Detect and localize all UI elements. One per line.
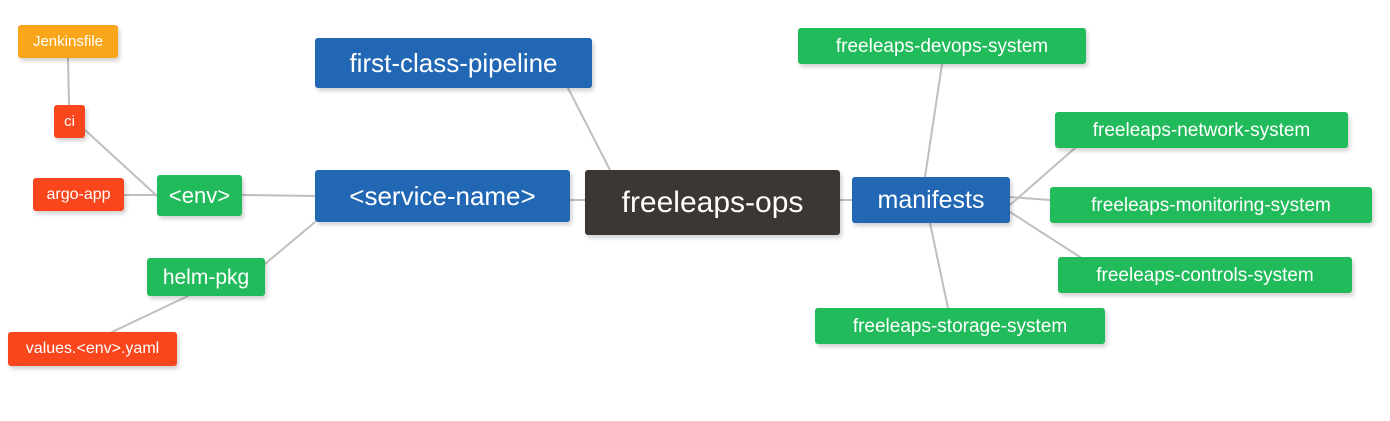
node-label: Jenkinsfile xyxy=(32,33,104,50)
node-label: freeleaps-network-system xyxy=(1092,119,1311,141)
mindmap-node-values-yaml[interactable]: values.<env>.yaml xyxy=(8,332,177,366)
mindmap-node-freeleaps-ops[interactable]: freeleaps-ops xyxy=(585,170,840,235)
mindmap-node-service-name[interactable]: <service-name> xyxy=(315,170,570,222)
mindmap-node-first-class-pipeline[interactable]: first-class-pipeline xyxy=(315,38,592,88)
mindmap-node-devops-system[interactable]: freeleaps-devops-system xyxy=(798,28,1086,64)
node-label: values.<env>.yaml xyxy=(25,340,160,357)
node-label: freeleaps-controls-system xyxy=(1096,264,1314,286)
mindmap-node-manifests[interactable]: manifests xyxy=(852,177,1010,223)
mindmap-node-ci[interactable]: ci xyxy=(54,105,85,138)
mindmap-node-network-system[interactable]: freeleaps-network-system xyxy=(1055,112,1348,148)
mindmap-node-env[interactable]: <env> xyxy=(157,175,242,216)
edge-helm-pkg-to-values-yaml xyxy=(111,295,189,333)
node-label: <service-name> xyxy=(349,181,536,211)
node-label: freeleaps-monitoring-system xyxy=(1091,194,1331,216)
node-label: first-class-pipeline xyxy=(349,48,558,78)
edge-manifests-to-monitoring-system xyxy=(1009,196,1051,201)
node-label: argo-app xyxy=(46,185,111,203)
mindmap-node-monitoring-system[interactable]: freeleaps-monitoring-system xyxy=(1050,187,1372,223)
edge-manifests-to-storage-system xyxy=(929,222,949,309)
mindmap-node-helm-pkg[interactable]: helm-pkg xyxy=(147,258,265,296)
edge-service-name-to-helm-pkg xyxy=(264,221,316,265)
node-label: helm-pkg xyxy=(162,265,250,289)
edge-env-to-service-name xyxy=(241,194,316,197)
mindmap-node-jenkinsfile[interactable]: Jenkinsfile xyxy=(18,25,118,58)
edge-manifests-to-devops-system xyxy=(924,63,943,178)
mindmap-node-argo-app[interactable]: argo-app xyxy=(33,178,124,211)
node-label: manifests xyxy=(877,185,985,214)
mindmap-node-storage-system[interactable]: freeleaps-storage-system xyxy=(815,308,1105,344)
node-label: freeleaps-ops xyxy=(621,185,804,219)
edge-jenkinsfile-to-ci xyxy=(67,57,70,106)
mindmap-node-controls-system[interactable]: freeleaps-controls-system xyxy=(1058,257,1352,293)
node-label: ci xyxy=(64,113,75,130)
node-label: freeleaps-devops-system xyxy=(835,35,1049,57)
edge-first-class-pipeline-to-freeleaps-ops xyxy=(567,87,611,171)
node-label: freeleaps-storage-system xyxy=(852,315,1068,337)
node-label: <env> xyxy=(168,182,231,208)
